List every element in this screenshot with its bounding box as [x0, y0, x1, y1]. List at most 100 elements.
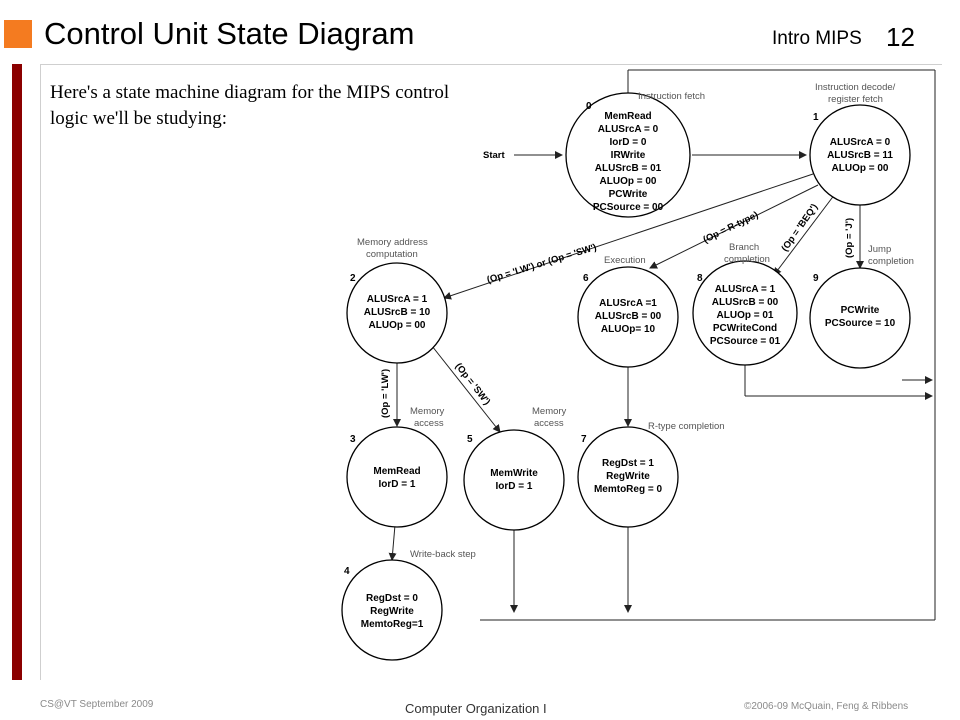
- svg-text:RegWrite: RegWrite: [370, 606, 414, 617]
- state-circle: [809, 104, 911, 206]
- svg-text:ALUOp = 00: ALUOp = 00: [369, 320, 426, 331]
- svg-text:ALUSrcA = 1: ALUSrcA = 1: [367, 294, 428, 305]
- state-label: Memory: [532, 406, 567, 417]
- svg-text:ALUSrcA =1: ALUSrcA =1: [599, 298, 657, 309]
- svg-text:PCSource = 01: PCSource = 01: [710, 336, 781, 347]
- start-label: Start: [483, 150, 505, 161]
- state-9: 9 Jump completion PCWrite PCSource = 10: [809, 244, 914, 369]
- condition-j: (Op = 'J'): [844, 218, 855, 258]
- condition-sw: (Op = 'SW'): [453, 361, 493, 407]
- state-number: 6: [583, 273, 589, 284]
- svg-text:ALUSrcB = 00: ALUSrcB = 00: [595, 311, 662, 322]
- state-signals: ALUSrcA =1 ALUSrcB = 00 ALUOp= 10: [595, 298, 662, 335]
- svg-text:ALUSrcB = 11: ALUSrcB = 11: [827, 150, 893, 161]
- state-label: Memory address: [357, 237, 428, 248]
- condition-lw: (Op = 'LW'): [380, 369, 391, 418]
- footer-copyright: ©2006-09 McQuain, Feng & Ribbens: [744, 701, 909, 712]
- svg-text:ALUSrcA = 0: ALUSrcA = 0: [830, 137, 891, 148]
- state-signals: ALUSrcA = 1 ALUSrcB = 00 ALUOp = 01 PCWr…: [710, 284, 781, 347]
- svg-text:ALUSrcB = 10: ALUSrcB = 10: [364, 307, 431, 318]
- state-label: computation: [366, 249, 418, 260]
- left-accent-bar: [12, 64, 22, 680]
- state-signals: RegDst = 0 RegWrite MemtoReg=1: [361, 593, 424, 630]
- state-signals: ALUSrcA = 1 ALUSrcB = 10 ALUOp = 00: [364, 294, 431, 331]
- svg-text:PCWrite: PCWrite: [841, 305, 880, 316]
- svg-text:ALUOp = 00: ALUOp = 00: [832, 163, 889, 174]
- state-number: 1: [813, 112, 819, 123]
- state-number: 8: [697, 273, 703, 284]
- state-3: 3 Memory access MemRead IorD = 1: [346, 406, 448, 528]
- state-edges: [388, 69, 936, 621]
- state-label: Memory: [410, 406, 445, 417]
- content-frame-left: [40, 64, 41, 680]
- state-circle: [809, 267, 911, 369]
- state-label: completion: [724, 254, 770, 265]
- state-4: 4 Write-back step RegDst = 0 RegWrite Me…: [341, 549, 476, 661]
- svg-text:ALUOp = 01: ALUOp = 01: [717, 310, 774, 321]
- state-signals: MemWrite IorD = 1: [490, 468, 538, 492]
- state-signals: ALUSrcA = 0 ALUSrcB = 11 ALUOp = 00: [827, 137, 893, 174]
- state-number: 3: [350, 434, 356, 445]
- state-label: access: [414, 418, 444, 429]
- condition-beq: (Op = 'BEQ'): [779, 202, 820, 254]
- svg-text:MemtoReg=1: MemtoReg=1: [361, 619, 424, 630]
- svg-text:ALUSrcB = 01: ALUSrcB = 01: [595, 163, 662, 174]
- page-title: Control Unit State Diagram: [44, 16, 415, 51]
- state-label: Execution: [604, 255, 646, 266]
- state-circle: [346, 426, 448, 528]
- svg-text:PCSource = 00: PCSource = 00: [593, 202, 664, 213]
- svg-text:ALUOp = 00: ALUOp = 00: [600, 176, 657, 187]
- state-0: 0 Instruction fetch MemRead ALUSrcA = 0 …: [565, 91, 705, 218]
- footer-date: CS@VT September 2009: [40, 699, 154, 710]
- state-signals: RegDst = 1 RegWrite MemtoReg = 0: [594, 458, 663, 495]
- state-5: 5 Memory access MemWrite IorD = 1: [463, 406, 567, 531]
- svg-text:RegWrite: RegWrite: [606, 471, 650, 482]
- svg-text:RegDst = 1: RegDst = 1: [602, 458, 654, 469]
- condition-lw-sw: (Op = 'LW') or (Op = 'SW'): [486, 242, 598, 286]
- footer-course: Computer Organization I: [405, 701, 547, 716]
- svg-text:MemtoReg = 0: MemtoReg = 0: [594, 484, 663, 495]
- state-circle: [565, 92, 691, 218]
- state-number: 4: [344, 566, 350, 577]
- state-number: 5: [467, 434, 473, 445]
- state-number: 2: [350, 273, 356, 284]
- state-label: Branch: [729, 242, 759, 253]
- svg-text:ALUSrcB = 00: ALUSrcB = 00: [712, 297, 779, 308]
- state-label: R-type completion: [648, 421, 725, 432]
- svg-text:MemRead: MemRead: [604, 111, 651, 122]
- state-8: 8 Branch completion ALUSrcA = 1 ALUSrcB …: [692, 242, 798, 366]
- state-number: 0: [586, 101, 592, 112]
- svg-text:ALUSrcA = 1: ALUSrcA = 1: [715, 284, 776, 295]
- state-label: Instruction decode/: [815, 82, 896, 93]
- svg-text:MemWrite: MemWrite: [490, 468, 538, 479]
- svg-text:IRWrite: IRWrite: [611, 150, 646, 161]
- svg-text:IorD = 0: IorD = 0: [610, 137, 647, 148]
- state-7: 7 R-type completion RegDst = 1 RegWrite …: [577, 421, 725, 528]
- state-signals: MemRead ALUSrcA = 0 IorD = 0 IRWrite ALU…: [593, 111, 664, 213]
- state-label: completion: [868, 256, 914, 267]
- state-number: 7: [581, 434, 587, 445]
- state-label: Jump: [868, 244, 891, 255]
- state-circle: [577, 426, 679, 528]
- state-1: 1 Instruction decode/ register fetch ALU…: [809, 82, 911, 206]
- state-signals: MemRead IorD = 1: [373, 466, 420, 490]
- state-2: 2 Memory address computation ALUSrcA = 1…: [346, 237, 448, 364]
- svg-text:RegDst = 0: RegDst = 0: [366, 593, 418, 604]
- svg-text:MemRead: MemRead: [373, 466, 420, 477]
- svg-text:IorD = 1: IorD = 1: [496, 481, 533, 492]
- state-circle: [346, 262, 448, 364]
- svg-text:ALUSrcA = 0: ALUSrcA = 0: [598, 124, 659, 135]
- svg-text:PCWrite: PCWrite: [609, 189, 648, 200]
- state-label: register fetch: [828, 94, 883, 105]
- state-circle: [463, 429, 565, 531]
- condition-rtype: (Op = R-type): [701, 210, 760, 246]
- svg-text:IorD = 1: IorD = 1: [379, 479, 416, 490]
- state-signals: PCWrite PCSource = 10: [825, 305, 896, 329]
- state-label: Instruction fetch: [638, 91, 705, 102]
- course-label: Intro MIPS: [772, 28, 862, 49]
- state-circle: [341, 559, 443, 661]
- intro-text: Here's a state machine diagram for the M…: [50, 82, 450, 129]
- svg-text:PCSource = 10: PCSource = 10: [825, 318, 896, 329]
- state-6: 6 Execution ALUSrcA =1 ALUSrcB = 00 ALUO…: [577, 255, 679, 368]
